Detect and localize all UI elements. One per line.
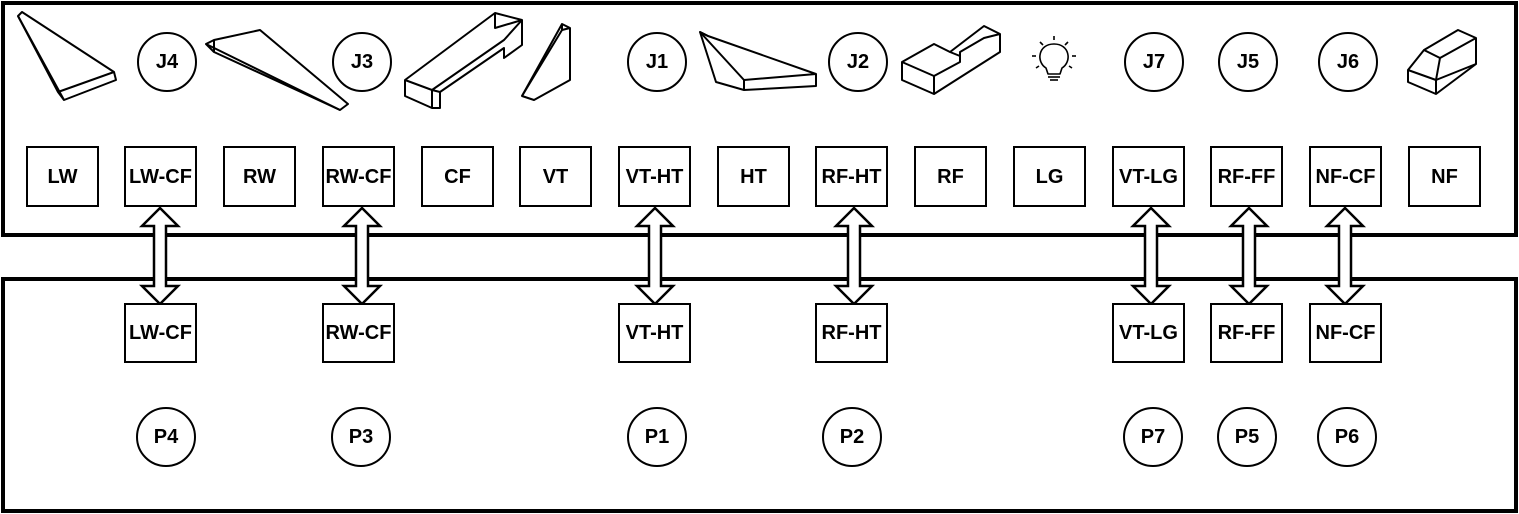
component-box-ht: HT <box>717 146 790 207</box>
process-label: P5 <box>1235 426 1259 448</box>
process-circle-p3: P3 <box>331 407 391 467</box>
connector-arrow-vt-ht <box>633 206 677 306</box>
component-box-label: LW-CF <box>129 166 192 188</box>
right-wing-part-icon <box>205 29 349 111</box>
component-box-label: RW-CF <box>326 166 392 188</box>
process-label: P1 <box>645 426 669 448</box>
component-box-label: LG <box>1036 166 1064 188</box>
connector-arrow-lw-cf <box>138 206 182 306</box>
component-box-vt-ht: VT-HT <box>618 146 691 207</box>
process-label: P4 <box>154 426 179 448</box>
component-box-label: RF-HT <box>822 166 882 188</box>
component-box-nf-cf: NF-CF <box>1309 146 1382 207</box>
process-circle-p2: P2 <box>822 407 882 467</box>
interface-box-label: VT-HT <box>626 322 684 344</box>
interface-box-vt-lg: VT-LG <box>1112 303 1185 363</box>
component-box-label: LW <box>48 166 78 188</box>
lightbulb-icon <box>1032 36 1076 81</box>
interface-box-rf-ht: RF-HT <box>815 303 888 363</box>
nose-part-icon <box>1407 29 1477 95</box>
interface-box-vt-ht: VT-HT <box>618 303 691 363</box>
joint-circle-j3: J3 <box>332 32 392 92</box>
joint-circle-j6: J6 <box>1318 32 1378 92</box>
interface-box-label: NF-CF <box>1316 322 1376 344</box>
component-box-rf-ff: RF-FF <box>1210 146 1283 207</box>
top-component-boxes: LW LW-CF RW RW-CF CF VT VT-HT HT RF-HT R… <box>26 146 1481 207</box>
connector-arrow-rf-ff <box>1227 206 1271 306</box>
component-box-label: VT-HT <box>626 166 684 188</box>
joint-label: J5 <box>1237 51 1259 73</box>
component-box-label: HT <box>740 166 767 188</box>
component-box-cf: CF <box>421 146 494 207</box>
process-circle-p7: P7 <box>1123 407 1183 467</box>
component-box-lw: LW <box>26 146 99 207</box>
left-wing-part-icon <box>17 11 117 101</box>
component-box-label: RF-FF <box>1218 166 1276 188</box>
process-circle-p6: P6 <box>1317 407 1377 467</box>
horizontal-tail-part-icon <box>699 31 817 91</box>
component-box-label: RW <box>243 166 276 188</box>
joint-circle-j1: J1 <box>627 32 687 92</box>
component-box-vt-lg: VT-LG <box>1112 146 1185 207</box>
process-circle-p5: P5 <box>1217 407 1277 467</box>
component-box-rf-ht: RF-HT <box>815 146 888 207</box>
process-label: P3 <box>349 426 373 448</box>
vertical-tail-part-icon <box>521 23 571 101</box>
process-label: P6 <box>1335 426 1359 448</box>
component-box-nf: NF <box>1408 146 1481 207</box>
joint-circle-j2: J2 <box>828 32 888 92</box>
connector-arrow-rw-cf <box>340 206 384 306</box>
component-box-rf: RF <box>914 146 987 207</box>
joint-label: J3 <box>351 51 373 73</box>
joint-label: J6 <box>1337 51 1359 73</box>
interface-box-label: RW-CF <box>326 322 392 344</box>
interface-box-rw-cf: RW-CF <box>322 303 395 363</box>
process-circles: P4 P3 P1 P2 P7 P5 P6 <box>136 407 1377 467</box>
rear-fuselage-part-icon <box>901 25 1001 95</box>
component-box-label: CF <box>444 166 471 188</box>
component-box-lw-cf: LW-CF <box>124 146 197 207</box>
bottom-panel <box>1 277 1518 513</box>
component-box-rw-cf: RW-CF <box>322 146 395 207</box>
component-box-label: NF <box>1431 166 1458 188</box>
component-box-lg: LG <box>1013 146 1086 207</box>
connector-arrow-nf-cf <box>1323 206 1367 306</box>
interface-box-label: VT-LG <box>1119 322 1178 344</box>
joint-circle-j4: J4 <box>137 32 197 92</box>
bottom-interface-boxes: LW-CF RW-CF VT-HT RF-HT VT-LG RF-FF NF-C… <box>124 303 1382 363</box>
joint-label: J1 <box>646 51 668 73</box>
component-box-vt: VT <box>519 146 592 207</box>
component-box-rw: RW <box>223 146 296 207</box>
component-box-label: RF <box>937 166 964 188</box>
joint-circles: J4 J3 J1 J2 J7 J5 J6 <box>137 32 1378 92</box>
component-box-label: VT-LG <box>1119 166 1178 188</box>
joint-label: J2 <box>847 51 869 73</box>
center-fuselage-part-icon <box>404 12 523 109</box>
joint-circle-j7: J7 <box>1124 32 1184 92</box>
joint-label: J4 <box>156 51 179 73</box>
interface-box-rf-ff: RF-FF <box>1210 303 1283 363</box>
interface-box-label: RF-FF <box>1218 322 1276 344</box>
connector-arrow-rf-ht <box>832 206 876 306</box>
process-circle-p1: P1 <box>627 407 687 467</box>
process-label: P2 <box>840 426 864 448</box>
interface-box-lw-cf: LW-CF <box>124 303 197 363</box>
interface-box-nf-cf: NF-CF <box>1309 303 1382 363</box>
joint-label: J7 <box>1143 51 1165 73</box>
component-box-label: NF-CF <box>1316 166 1376 188</box>
interface-box-label: RF-HT <box>822 322 882 344</box>
process-label: P7 <box>1141 426 1165 448</box>
process-circle-p4: P4 <box>136 407 196 467</box>
interface-box-label: LW-CF <box>129 322 192 344</box>
connector-arrow-vt-lg <box>1129 206 1173 306</box>
component-box-label: VT <box>543 166 569 188</box>
joint-circle-j5: J5 <box>1218 32 1278 92</box>
